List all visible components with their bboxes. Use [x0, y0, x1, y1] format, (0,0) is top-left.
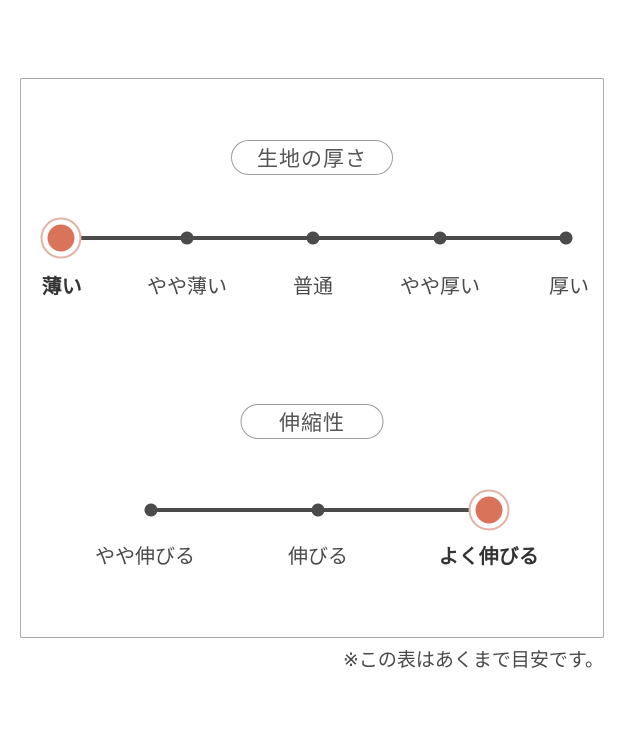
- stretch-label-somewhat: やや伸びる: [95, 546, 195, 568]
- thickness-dot-3: [306, 231, 320, 245]
- stretch-label-well: よく伸びる: [439, 546, 539, 568]
- thickness-label-slightly-thick: やや厚い: [400, 276, 480, 298]
- thickness-label-normal: 普通: [293, 276, 333, 298]
- chart-box: 生地の厚さ 薄い やや薄い 普通 やや厚い 厚い 伸縮性 やや伸びる 伸びる よ…: [20, 78, 604, 638]
- stretch-label-stretch: 伸びる: [288, 546, 348, 568]
- thickness-title: 生地の厚さ: [257, 147, 367, 171]
- footnote: ※この表はあくまで目安です。: [342, 650, 604, 671]
- thickness-selected-marker: [40, 217, 82, 259]
- thickness-dot-5: [559, 231, 573, 245]
- thickness-label-thin: 薄い: [42, 276, 82, 298]
- thickness-selected-marker-fill: [47, 224, 75, 252]
- thickness-label-thick: 厚い: [549, 276, 589, 298]
- stretch-selected-marker-fill: [475, 496, 503, 524]
- thickness-label-slightly-thin: やや薄い: [147, 276, 227, 298]
- stretch-dot-1: [144, 503, 158, 517]
- thickness-dot-2: [180, 231, 194, 245]
- stretch-selected-marker: [468, 489, 510, 531]
- stretch-dot-2: [311, 503, 325, 517]
- thickness-title-pill: 生地の厚さ: [231, 140, 393, 175]
- stretch-title: 伸縮性: [279, 411, 345, 435]
- stretch-title-pill: 伸縮性: [240, 404, 384, 439]
- thickness-dot-4: [433, 231, 447, 245]
